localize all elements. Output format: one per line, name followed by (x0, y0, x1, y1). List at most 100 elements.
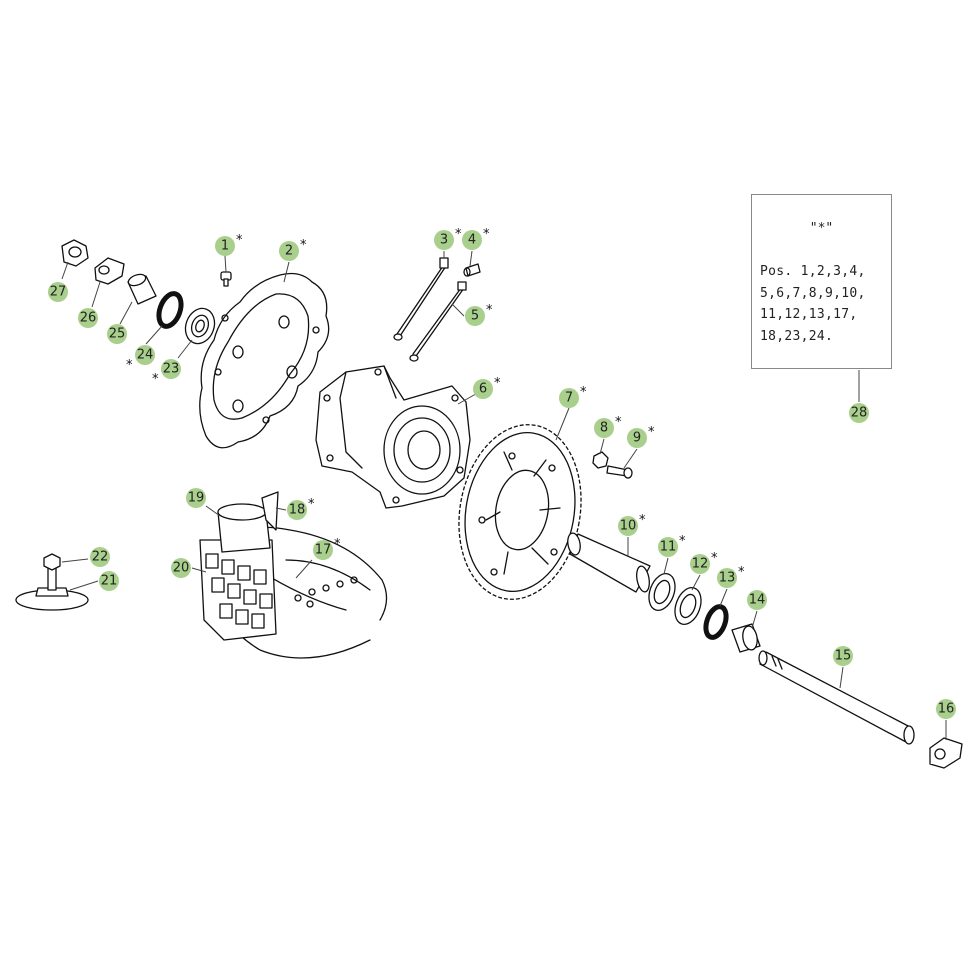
callout-star: * (615, 415, 622, 430)
callout-2: 2* (279, 238, 307, 261)
callout-number: 9 (633, 431, 641, 446)
part-3-spoke (393, 257, 449, 341)
part-11-bearing (648, 573, 676, 611)
callout-11: 11* (658, 534, 686, 557)
callout-bubble (279, 241, 299, 261)
callout-star: * (711, 551, 718, 566)
part-27-nut (61, 239, 89, 267)
callout-14: 14 (747, 590, 767, 610)
callout-28: 28 (849, 403, 869, 423)
callout-star: * (679, 534, 686, 549)
callout-star: * (455, 227, 462, 242)
callout-bubble (473, 379, 493, 399)
callout-bubble (161, 359, 181, 379)
callout-number: 15 (835, 649, 852, 664)
callout-bubble (90, 547, 110, 567)
callout-number: 21 (101, 574, 118, 589)
callout-star: * (639, 513, 646, 528)
callout-star: * (126, 358, 133, 373)
note-line: 5,6,7,8,9,10, (760, 285, 866, 301)
callout-number: 12 (692, 557, 709, 572)
part-21-22-rim-lock (15, 553, 89, 611)
part-2-brake-disc (199, 272, 330, 449)
callout-number: 25 (109, 327, 126, 342)
callout-number: 1 (221, 239, 229, 254)
callout-3: 3* (434, 227, 462, 250)
callout-bubble (627, 428, 647, 448)
callout-24: 24* (126, 345, 155, 373)
callout-21: 21 (99, 571, 119, 591)
callout-bubble (215, 236, 235, 256)
callout-star: * (483, 227, 490, 242)
callout-19: 19 (186, 488, 206, 508)
callout-18: 18* (287, 497, 315, 520)
callout-bubble (434, 230, 454, 250)
callout-22: 22 (90, 547, 110, 567)
callout-number: 8 (600, 421, 608, 436)
callout-bubble (313, 540, 333, 560)
callout-12: 12* (690, 551, 718, 574)
callout-9: 9* (627, 425, 655, 448)
part-10-spacer-tube (567, 532, 651, 593)
callout-15: 15 (833, 646, 853, 666)
callout-number: 18 (289, 503, 306, 518)
note-body: Pos. 1,2,3,4, 5,6,7,8,9,10, 11,12,13,17,… (760, 261, 888, 347)
callout-star: * (152, 372, 159, 387)
callout-star: * (486, 303, 493, 318)
callout-number: 28 (851, 406, 868, 421)
part-1-bolt (220, 271, 232, 287)
callout-4: 4* (462, 227, 490, 250)
callout-number: 5 (471, 309, 479, 324)
note-line: Pos. 1,2,3,4, (760, 264, 866, 279)
callout-number: 26 (80, 311, 97, 326)
callout-number: 17 (315, 543, 332, 558)
part-17-20-wheel-assembly (199, 491, 388, 659)
callout-number: 22 (92, 550, 109, 565)
callout-bubble (78, 308, 98, 328)
callout-1: 1* (215, 233, 243, 256)
callout-27: 27 (48, 282, 68, 302)
part-12-bearing (674, 587, 702, 625)
part-15-axle (758, 650, 915, 745)
callout-star: * (580, 385, 587, 400)
callout-star: * (236, 233, 243, 248)
part-25-spacer (127, 273, 157, 305)
callout-number: 14 (749, 593, 766, 608)
callout-6: 6* (473, 376, 501, 399)
callout-number: 2 (285, 244, 293, 259)
callout-bubble (658, 537, 678, 557)
part-16-adjuster (929, 737, 963, 769)
part-24-seal (156, 291, 184, 329)
callout-bubble (594, 418, 614, 438)
part-13-seal (703, 604, 729, 640)
legend-note-box: "*" Pos. 1,2,3,4, 5,6,7,8,9,10, 11,12,13… (751, 194, 892, 369)
callout-star: * (300, 238, 307, 253)
callout-25: 25 (107, 324, 127, 344)
callout-bubble (849, 403, 869, 423)
callout-number: 6 (479, 382, 487, 397)
part-6-hub (315, 365, 471, 509)
callout-bubble (936, 699, 956, 719)
callout-bubble (48, 282, 68, 302)
callout-16: 16 (936, 699, 956, 719)
callout-26: 26 (78, 308, 98, 328)
note-line: 18,23,24. (760, 328, 834, 344)
callout-10: 10* (618, 513, 646, 536)
callout-bubble (171, 558, 191, 578)
part-4-nipple (463, 263, 481, 277)
callout-number: 4 (468, 233, 476, 248)
callout-number: 13 (719, 571, 736, 586)
part-5-spoke (409, 281, 467, 362)
part-14-spacer (731, 623, 761, 653)
callout-bubble (107, 324, 127, 344)
callout-bubble (287, 500, 307, 520)
callout-number: 19 (188, 491, 205, 506)
callout-23: 23* (152, 359, 181, 387)
callout-bubble (559, 388, 579, 408)
tyre-treads (205, 553, 273, 629)
note-title: "*" (809, 221, 834, 236)
callout-number: 7 (565, 391, 573, 406)
rim-holes (294, 576, 358, 608)
callout-number: 11 (660, 540, 677, 555)
